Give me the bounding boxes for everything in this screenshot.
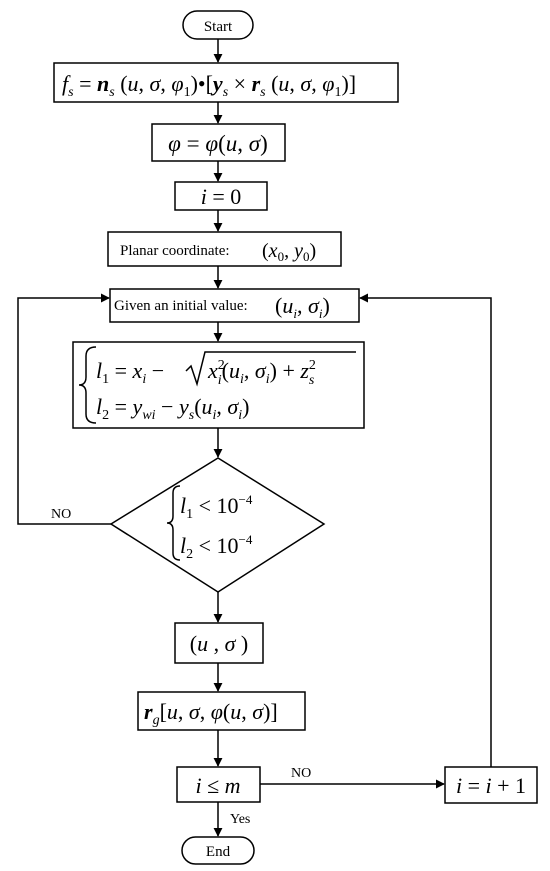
fs-equation-node: fs = ns (u, σ, φ1)•[ys × rs (u, σ, φ1)] xyxy=(53,62,399,103)
phi-equation: φ = φ(u, σ) xyxy=(168,131,268,156)
increment-equation: i = i + 1 xyxy=(456,773,526,798)
condition-l1: l1 < 10−4 xyxy=(180,492,253,522)
phi-equation-node: φ = φ(u, σ) xyxy=(151,123,286,162)
arrow-no-loop-left xyxy=(17,293,111,525)
fs-equation: fs = ns (u, σ, φ1)•[ys × rs (u, σ, φ1)] xyxy=(62,71,356,100)
result-value: (u , σ ) xyxy=(190,631,249,656)
l2-equation: l2 = ywi − ys(ui, σi) xyxy=(96,394,249,423)
initial-value-node: Given an initial value: (ui, σi) xyxy=(109,288,360,323)
convergence-decision: l1 < 10−4 l2 < 10−4 xyxy=(109,457,326,593)
l1-equation: l1 = xi − xyxy=(96,358,164,387)
i-init-node: i = 0 xyxy=(174,181,268,211)
condition-l2: l2 < 10−4 xyxy=(180,532,253,562)
initial-value: (ui, σi) xyxy=(275,293,330,321)
initial-label: Given an initial value: xyxy=(114,298,248,314)
end-node: End xyxy=(181,836,255,865)
planar-label: Planar coordinate: xyxy=(120,243,230,259)
rg-node: rg[u, σ, φ(u, σ)] xyxy=(137,691,306,731)
sqrt-sign xyxy=(185,351,356,387)
arrow-loop-back-right xyxy=(359,293,492,767)
planar-coordinate-value: (x0, y0) xyxy=(262,240,316,264)
no-label-left: NO xyxy=(51,507,71,522)
result-node: (u , σ ) xyxy=(174,622,264,664)
rg-equation: rg[u, σ, φ(u, σ)] xyxy=(144,699,278,728)
left-brace xyxy=(78,346,97,424)
decision-brace xyxy=(166,485,181,561)
start-node: Start xyxy=(182,10,254,40)
yes-label: Yes xyxy=(230,812,250,827)
no-label-right: NO xyxy=(291,766,311,781)
start-label: Start xyxy=(204,19,233,35)
i-init-equation: i = 0 xyxy=(201,184,242,209)
planar-coordinate-node: Planar coordinate: (x0, y0) xyxy=(107,231,342,267)
loop-condition-node: i ≤ m xyxy=(176,766,261,803)
increment-node: i = i + 1 xyxy=(444,766,538,804)
end-label: End xyxy=(206,844,231,860)
loop-condition: i ≤ m xyxy=(195,773,240,798)
